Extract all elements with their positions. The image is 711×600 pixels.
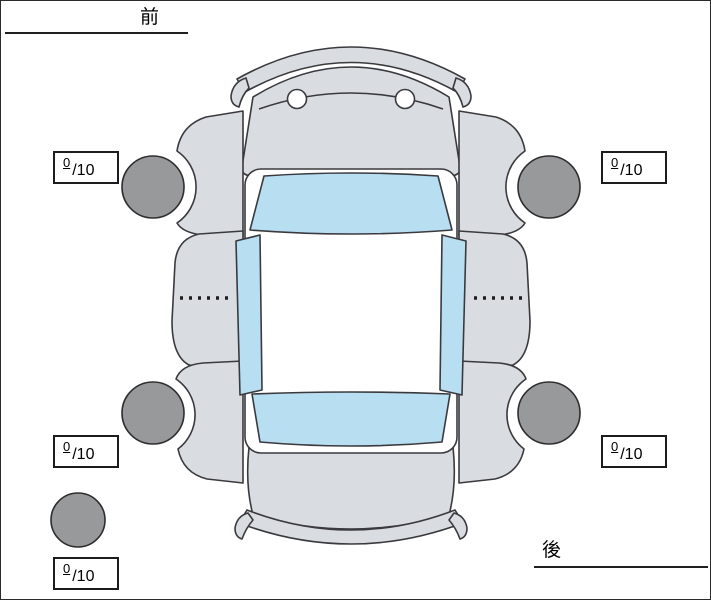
tire-score-rear-right-value: 0	[611, 439, 619, 454]
tire-rear-right-icon	[517, 381, 581, 445]
tire-score-front-right-value: 0	[611, 155, 619, 170]
door-panel-left	[171, 230, 244, 370]
tire-score-spare-value: 0	[63, 561, 71, 576]
tire-score-front-left-max: /10	[72, 161, 95, 179]
tire-score-spare[interactable]: 0 /10	[53, 557, 119, 590]
fender-rear-right	[458, 360, 527, 484]
front-label-text: 前	[140, 7, 161, 28]
tire-score-rear-left-value: 0	[63, 439, 71, 454]
tires-group	[50, 155, 581, 548]
rear-label-underline	[534, 566, 708, 568]
tire-front-left-icon	[121, 155, 185, 219]
tire-score-rear-right-max: /10	[620, 445, 643, 463]
tire-score-spare-max: /10	[72, 567, 95, 585]
trunk-panel	[246, 446, 456, 530]
tire-front-right-icon	[517, 155, 581, 219]
rear-orientation-label: 後	[542, 540, 562, 563]
side-window-left-glass	[235, 234, 263, 396]
rear-bumper-cap-right	[448, 512, 468, 540]
fender-front-left	[176, 110, 244, 238]
tire-score-front-left[interactable]: 0 /10	[53, 151, 119, 184]
windshield-glass	[249, 172, 453, 235]
rear-label-text: 後	[542, 540, 563, 561]
spare-tire-icon	[50, 492, 106, 548]
hood-seam-line	[258, 92, 444, 110]
front-spoiler-cap-right	[452, 77, 472, 108]
tire-score-front-right[interactable]: 0 /10	[601, 151, 667, 184]
tire-score-rear-left-max: /10	[72, 445, 95, 463]
front-spoiler-cap-left	[230, 77, 250, 108]
tire-score-front-left-value: 0	[63, 155, 71, 170]
fender-front-right	[458, 110, 526, 238]
rear-bumper-cap-left	[234, 512, 254, 540]
tire-rear-left-icon	[121, 381, 185, 445]
rear-window-glass	[251, 391, 451, 447]
car-body-group	[171, 46, 531, 545]
headlight-washer-right-icon	[394, 88, 416, 110]
tire-score-rear-right[interactable]: 0 /10	[601, 435, 667, 468]
front-orientation-label: 前	[140, 7, 160, 30]
side-window-right-glass	[439, 234, 467, 396]
tire-score-front-right-max: /10	[620, 161, 643, 179]
fender-rear-left	[175, 360, 244, 484]
tire-score-rear-left[interactable]: 0 /10	[53, 435, 119, 468]
door-panel-right	[458, 230, 531, 370]
front-label-underline	[5, 32, 188, 34]
headlight-washer-left-icon	[286, 88, 308, 110]
hood-panel	[241, 66, 461, 177]
